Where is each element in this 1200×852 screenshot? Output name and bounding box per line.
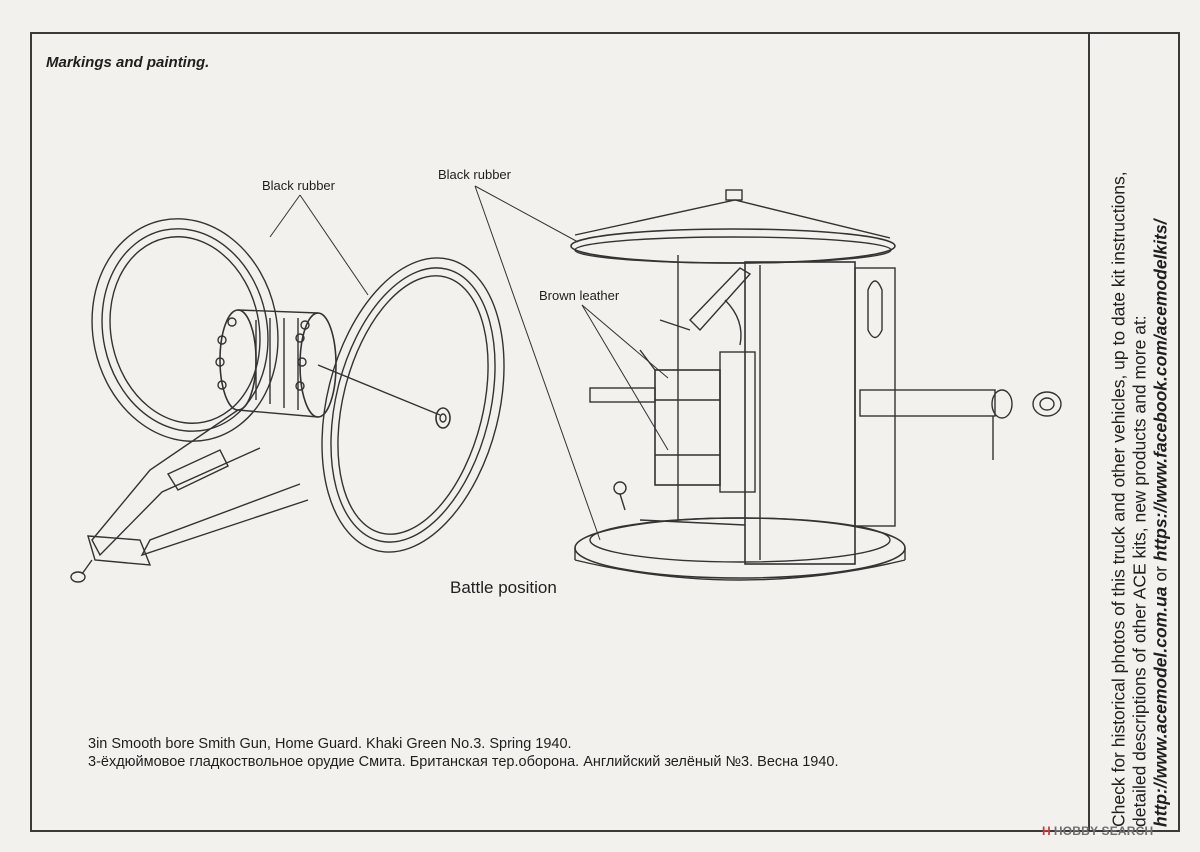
acemodel-website-link[interactable]: http://www.acemodel.com.ua <box>1150 586 1171 828</box>
caption-russian: 3-ёхдюймовое гладкоствольное орудие Смит… <box>88 754 839 770</box>
caption-english: 3in Smooth bore Smith Gun, Home Guard. K… <box>88 736 572 752</box>
sidebar-note: Check for historical photos of this truc… <box>1098 36 1182 828</box>
sidebar-note-line3: http://www.acemodel.com.ua or https://ww… <box>1151 37 1172 827</box>
sidebar-note-line2: detailed descriptions of other ACE kits,… <box>1129 315 1150 827</box>
or-text: or <box>1150 561 1171 587</box>
page-frame <box>30 32 1180 832</box>
sidebar-note-line1: Check for historical photos of this truc… <box>1108 171 1129 827</box>
section-title: Markings and painting. <box>46 54 210 71</box>
leader-lines <box>269 185 669 541</box>
callout-brown-leather: Brown leather <box>539 288 620 303</box>
battle-position-label: Battle position <box>450 578 557 597</box>
callout-black-rubber-left: Black rubber <box>262 178 335 193</box>
hobby-search-logo-icon: H <box>1042 824 1051 838</box>
callout-black-rubber-right: Black rubber <box>438 167 511 182</box>
watermark-text: HOBBY SEARCH <box>1053 824 1154 838</box>
travel-position-drawing <box>70 218 505 583</box>
facebook-link[interactable]: https://www.facebook.com/acemodelkits/ <box>1150 219 1171 562</box>
battle-position-drawing <box>570 189 1062 581</box>
sidebar-divider <box>1088 32 1090 832</box>
